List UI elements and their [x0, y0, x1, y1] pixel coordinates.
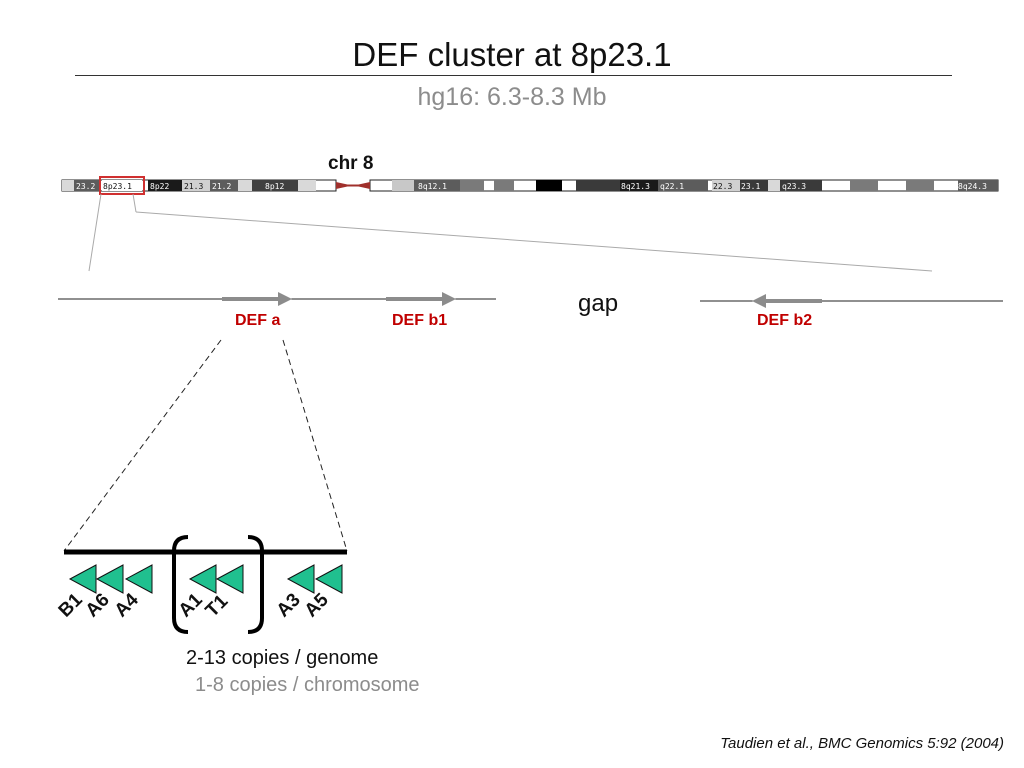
copy-arrow-a5 [314, 564, 343, 594]
band-p23-1 [102, 180, 142, 191]
copy-arrow-t1 [215, 564, 244, 594]
band-label: 8p12 [265, 182, 284, 191]
copy-arrow-b1 [68, 564, 97, 594]
copy-arrow-a1 [188, 564, 217, 594]
expansion-line-right [282, 339, 348, 552]
zoom-line-right-b [135, 211, 933, 272]
copy-arrow-a6 [95, 564, 124, 594]
band-p-tel [62, 180, 74, 191]
zoom-line-left [88, 193, 102, 272]
def-a-arrow [222, 292, 292, 306]
copy-label-t1: T1 [202, 591, 233, 622]
citation: Taudien et al., BMC Genomics 5:92 (2004) [720, 735, 1004, 752]
band-q21-2 [536, 180, 562, 191]
band-q22-2 [658, 180, 708, 191]
band-p12 [252, 180, 298, 191]
band-label: 22.3 [713, 182, 732, 191]
band-label: 23.1 [741, 182, 760, 191]
bracket-left [172, 535, 189, 634]
band-label: q23.3 [782, 182, 806, 191]
chromosome-ideogram: 23.2 8p23.1 8p22 21.3 21.2 8p12 8q12.1 8q21.3 q2… [61, 176, 999, 195]
copy-arrows [68, 564, 343, 594]
centromere [336, 182, 370, 189]
copy-arrow-a4 [124, 564, 153, 594]
gap-label: gap [578, 290, 619, 317]
band-q23-1 [740, 180, 768, 191]
expansion-line-left [63, 339, 222, 552]
band-label: 8q21.3 [621, 182, 650, 191]
band-label: q22.1 [660, 182, 684, 191]
slide-subtitle: hg16: 6.3-8.3 Mb [417, 83, 607, 111]
band-p22 [148, 180, 182, 191]
band-q11 [392, 180, 414, 191]
band-label: 21.2 [212, 182, 231, 191]
copy-arrow-a3 [286, 564, 315, 594]
copy-label-a4: A4 [111, 589, 143, 621]
band-q23-2 [768, 180, 780, 191]
region-highlight-box [99, 176, 145, 195]
band-label: 21.3 [184, 182, 203, 191]
band-label: 8p22 [150, 182, 169, 191]
slide-title: DEF cluster at 8p23.1 [352, 36, 672, 73]
def-b2-label: DEF b2 [757, 312, 813, 329]
def-b2-arrow [752, 294, 822, 308]
title-rule [75, 75, 952, 76]
band-p21-2 [210, 180, 238, 191]
copies-per-chromosome: 1-8 copies / chromosome [195, 674, 420, 696]
band-q24-2 [906, 180, 934, 191]
band-p21-1 [238, 180, 252, 191]
copies-per-genome: 2-13 copies / genome [186, 647, 379, 669]
copy-label-a5: A5 [301, 589, 333, 621]
band-p11-2 [298, 180, 316, 191]
band-q24-3 [958, 180, 998, 191]
band-q12-1 [414, 180, 460, 191]
def-a-label: DEF a [235, 312, 281, 329]
def-b1-arrow [386, 292, 456, 306]
band-p23-2 [74, 180, 100, 191]
band-label: 8q12.1 [418, 182, 447, 191]
zoom-line-right-a [132, 193, 137, 213]
def-b1-label: DEF b1 [392, 312, 448, 329]
band-label: 8q24.3 [958, 182, 987, 191]
band-q21-3 [576, 180, 620, 191]
band-label: 23.2 [76, 182, 95, 191]
band-q23-3 [780, 180, 822, 191]
band-p21-3 [182, 180, 210, 191]
copy-label-a6: A6 [82, 590, 114, 622]
band-q24-1 [850, 180, 878, 191]
band-q21-1 [494, 180, 514, 191]
band-q22-1 [620, 180, 658, 191]
band-label: 8p23.1 [103, 182, 132, 191]
bracket-right [247, 535, 264, 634]
band-q13 [460, 180, 484, 191]
chromosome-label: chr 8 [328, 153, 374, 174]
band-q22-3 [712, 180, 740, 191]
copy-label-a3: A3 [273, 590, 305, 622]
band-labels: 23.2 8p23.1 8p22 21.3 21.2 8p12 8q12.1 8q21.3 q2… [76, 182, 987, 191]
